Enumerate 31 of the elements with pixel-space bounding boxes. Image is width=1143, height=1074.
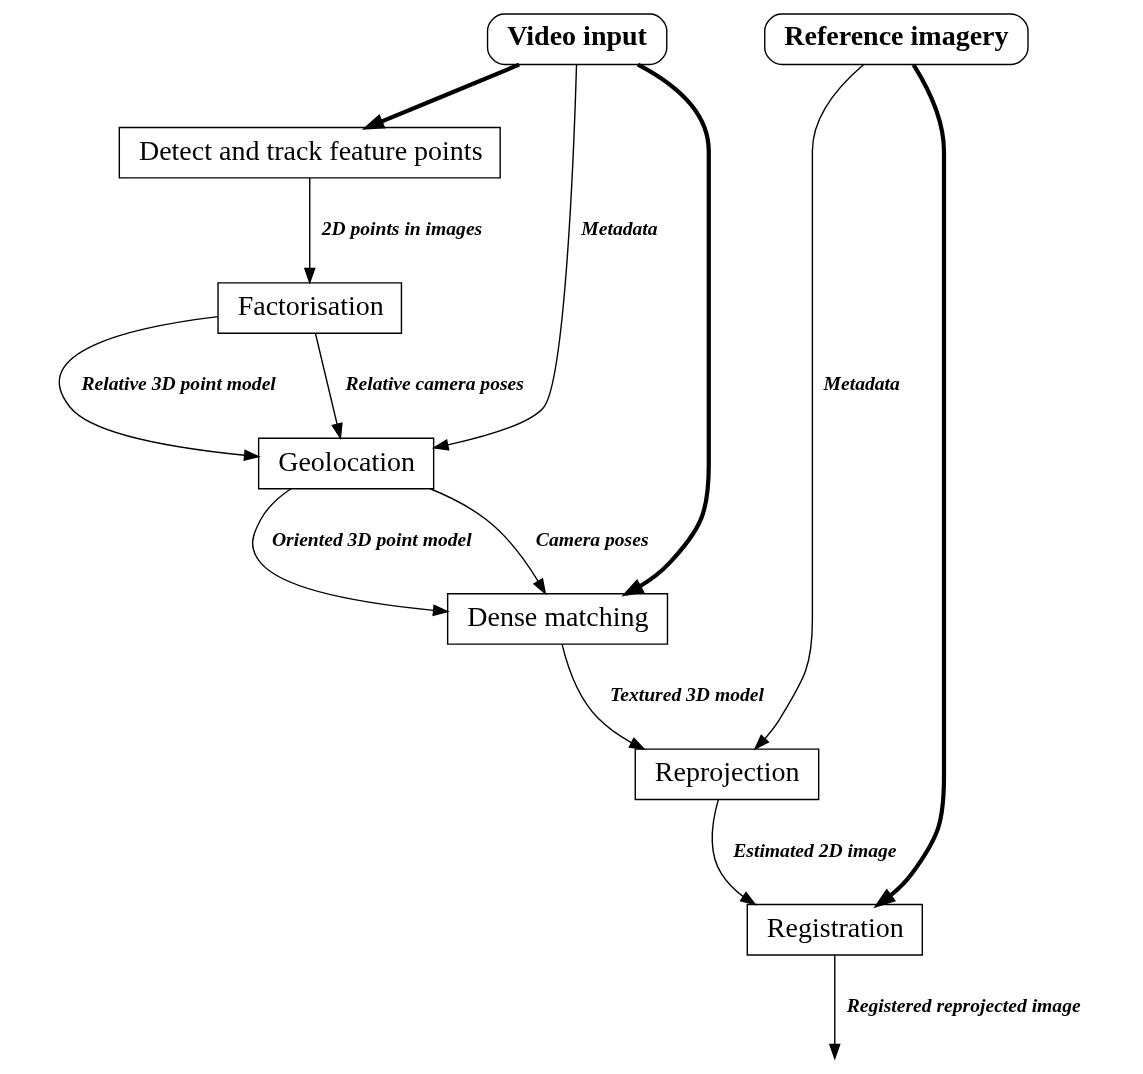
arrow [314, 332, 343, 440]
edge-label: Textured 3D model [609, 684, 764, 706]
arrow [251, 488, 450, 617]
edge-label: Oriented 3D point model [271, 528, 472, 550]
edge-label: Registered reprojected image [846, 994, 1081, 1016]
arrow [711, 799, 757, 906]
node-box: Factorisation [216, 282, 402, 334]
node-box: Registration [746, 903, 923, 956]
arrow [303, 177, 316, 285]
arrow [560, 643, 646, 750]
node-box: Detect and track feature points [118, 126, 501, 179]
edge-label: Relative 3D point model [81, 373, 276, 395]
edge-label: Camera poses [535, 528, 649, 550]
edge-label: 2D points in images [321, 217, 482, 239]
arrow [58, 316, 261, 462]
node-box: Reprojection [634, 748, 819, 801]
node-box: Dense matching [446, 593, 668, 645]
arrow [431, 64, 577, 451]
node-box: Geolocation [257, 437, 434, 490]
node-box: Video input [486, 13, 667, 66]
arrow [753, 63, 864, 751]
edge-label: Metadata [823, 373, 900, 395]
edge-label: Metadata [580, 217, 658, 239]
arrow [872, 63, 946, 909]
edge-label: Relative camera poses [344, 373, 524, 395]
arrow [620, 62, 711, 597]
arrow [361, 62, 520, 130]
arrow [429, 488, 546, 596]
node-box: Reference imagery [763, 13, 1029, 66]
edge-label: Estimated 2D image [732, 839, 897, 861]
arrow [828, 954, 841, 1061]
